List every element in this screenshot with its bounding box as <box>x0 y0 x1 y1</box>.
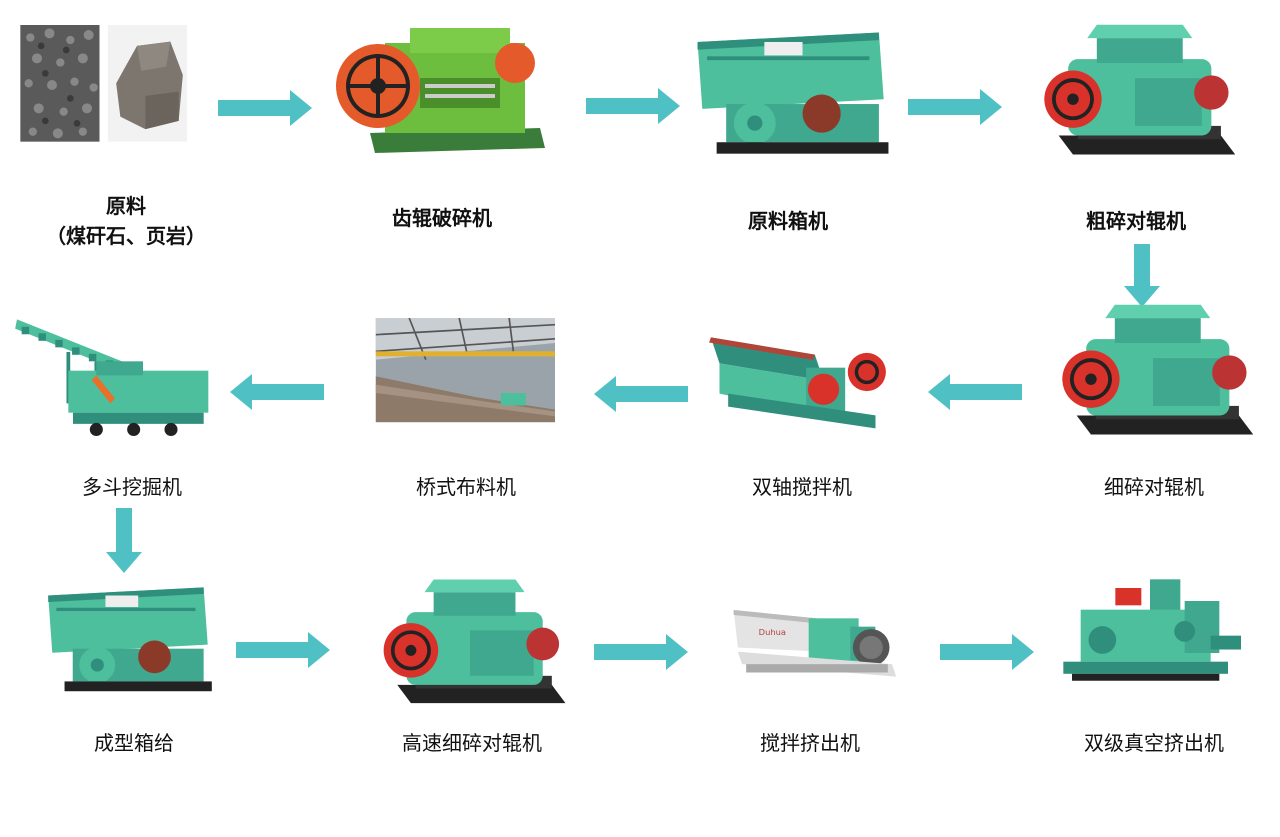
node-fine-roller <box>1048 300 1258 445</box>
node-raw-box-label: 原料箱机 <box>748 209 828 233</box>
node-vacuum-label: 双级真空挤出机 <box>1084 731 1224 755</box>
box-feeder-icon <box>688 22 898 167</box>
arrow-5 <box>928 372 1023 412</box>
arrow-4 <box>1122 244 1162 308</box>
node-bridge-label: 桥式布料机 <box>416 475 516 499</box>
raw-material-photo-icon <box>12 25 212 150</box>
node-excavator <box>10 310 220 450</box>
arrow-6 <box>594 374 689 414</box>
bridge-distributor-photo-icon <box>360 318 575 443</box>
node-twin-mixer-label: 双轴搅拌机 <box>752 475 852 499</box>
node-bridge <box>360 318 575 443</box>
node-hs-roller-label: 高速细碎对辊机 <box>402 731 542 755</box>
arrow-1 <box>218 88 313 128</box>
node-twin-mixer <box>695 320 900 450</box>
node-raw-material <box>12 25 212 150</box>
arrow-10 <box>594 632 689 672</box>
mixing-extruder-icon <box>712 585 922 710</box>
node-forming-box-label: 成型箱给 <box>94 731 174 755</box>
box-feeder-icon <box>40 578 220 703</box>
multi-bucket-excavator-icon <box>10 310 220 450</box>
node-raw-box <box>688 22 898 167</box>
node-raw-sublabel: （煤矸石、页岩） <box>46 224 206 248</box>
double-roller-crusher-icon <box>370 575 570 713</box>
arrow-9 <box>236 630 331 670</box>
node-mix-extruder <box>712 585 922 710</box>
node-tooth-roller-label: 齿辊破碎机 <box>392 206 492 230</box>
node-coarse-roller <box>1030 20 1240 165</box>
node-hs-roller <box>370 575 570 713</box>
arrow-3 <box>908 87 1003 127</box>
node-excavator-label: 多斗挖掘机 <box>82 475 182 499</box>
node-fine-roller-label: 细碎对辊机 <box>1104 475 1204 499</box>
arrow-11 <box>940 632 1035 672</box>
vacuum-extruder-icon <box>1045 575 1255 705</box>
tooth-roller-crusher-icon <box>330 18 550 168</box>
node-tooth-roller <box>330 18 550 168</box>
node-vacuum <box>1045 575 1255 705</box>
node-mix-extruder-label: 搅拌挤出机 <box>760 731 860 755</box>
double-roller-crusher-icon <box>1048 300 1258 445</box>
double-roller-crusher-icon <box>1030 20 1240 165</box>
arrow-7 <box>230 372 325 412</box>
node-forming-box <box>40 578 220 703</box>
arrow-8 <box>104 508 144 574</box>
node-raw-label: 原料 <box>106 194 146 218</box>
node-coarse-roller-label: 粗碎对辊机 <box>1086 209 1186 233</box>
twin-shaft-mixer-icon <box>695 320 900 450</box>
arrow-2 <box>586 86 681 126</box>
